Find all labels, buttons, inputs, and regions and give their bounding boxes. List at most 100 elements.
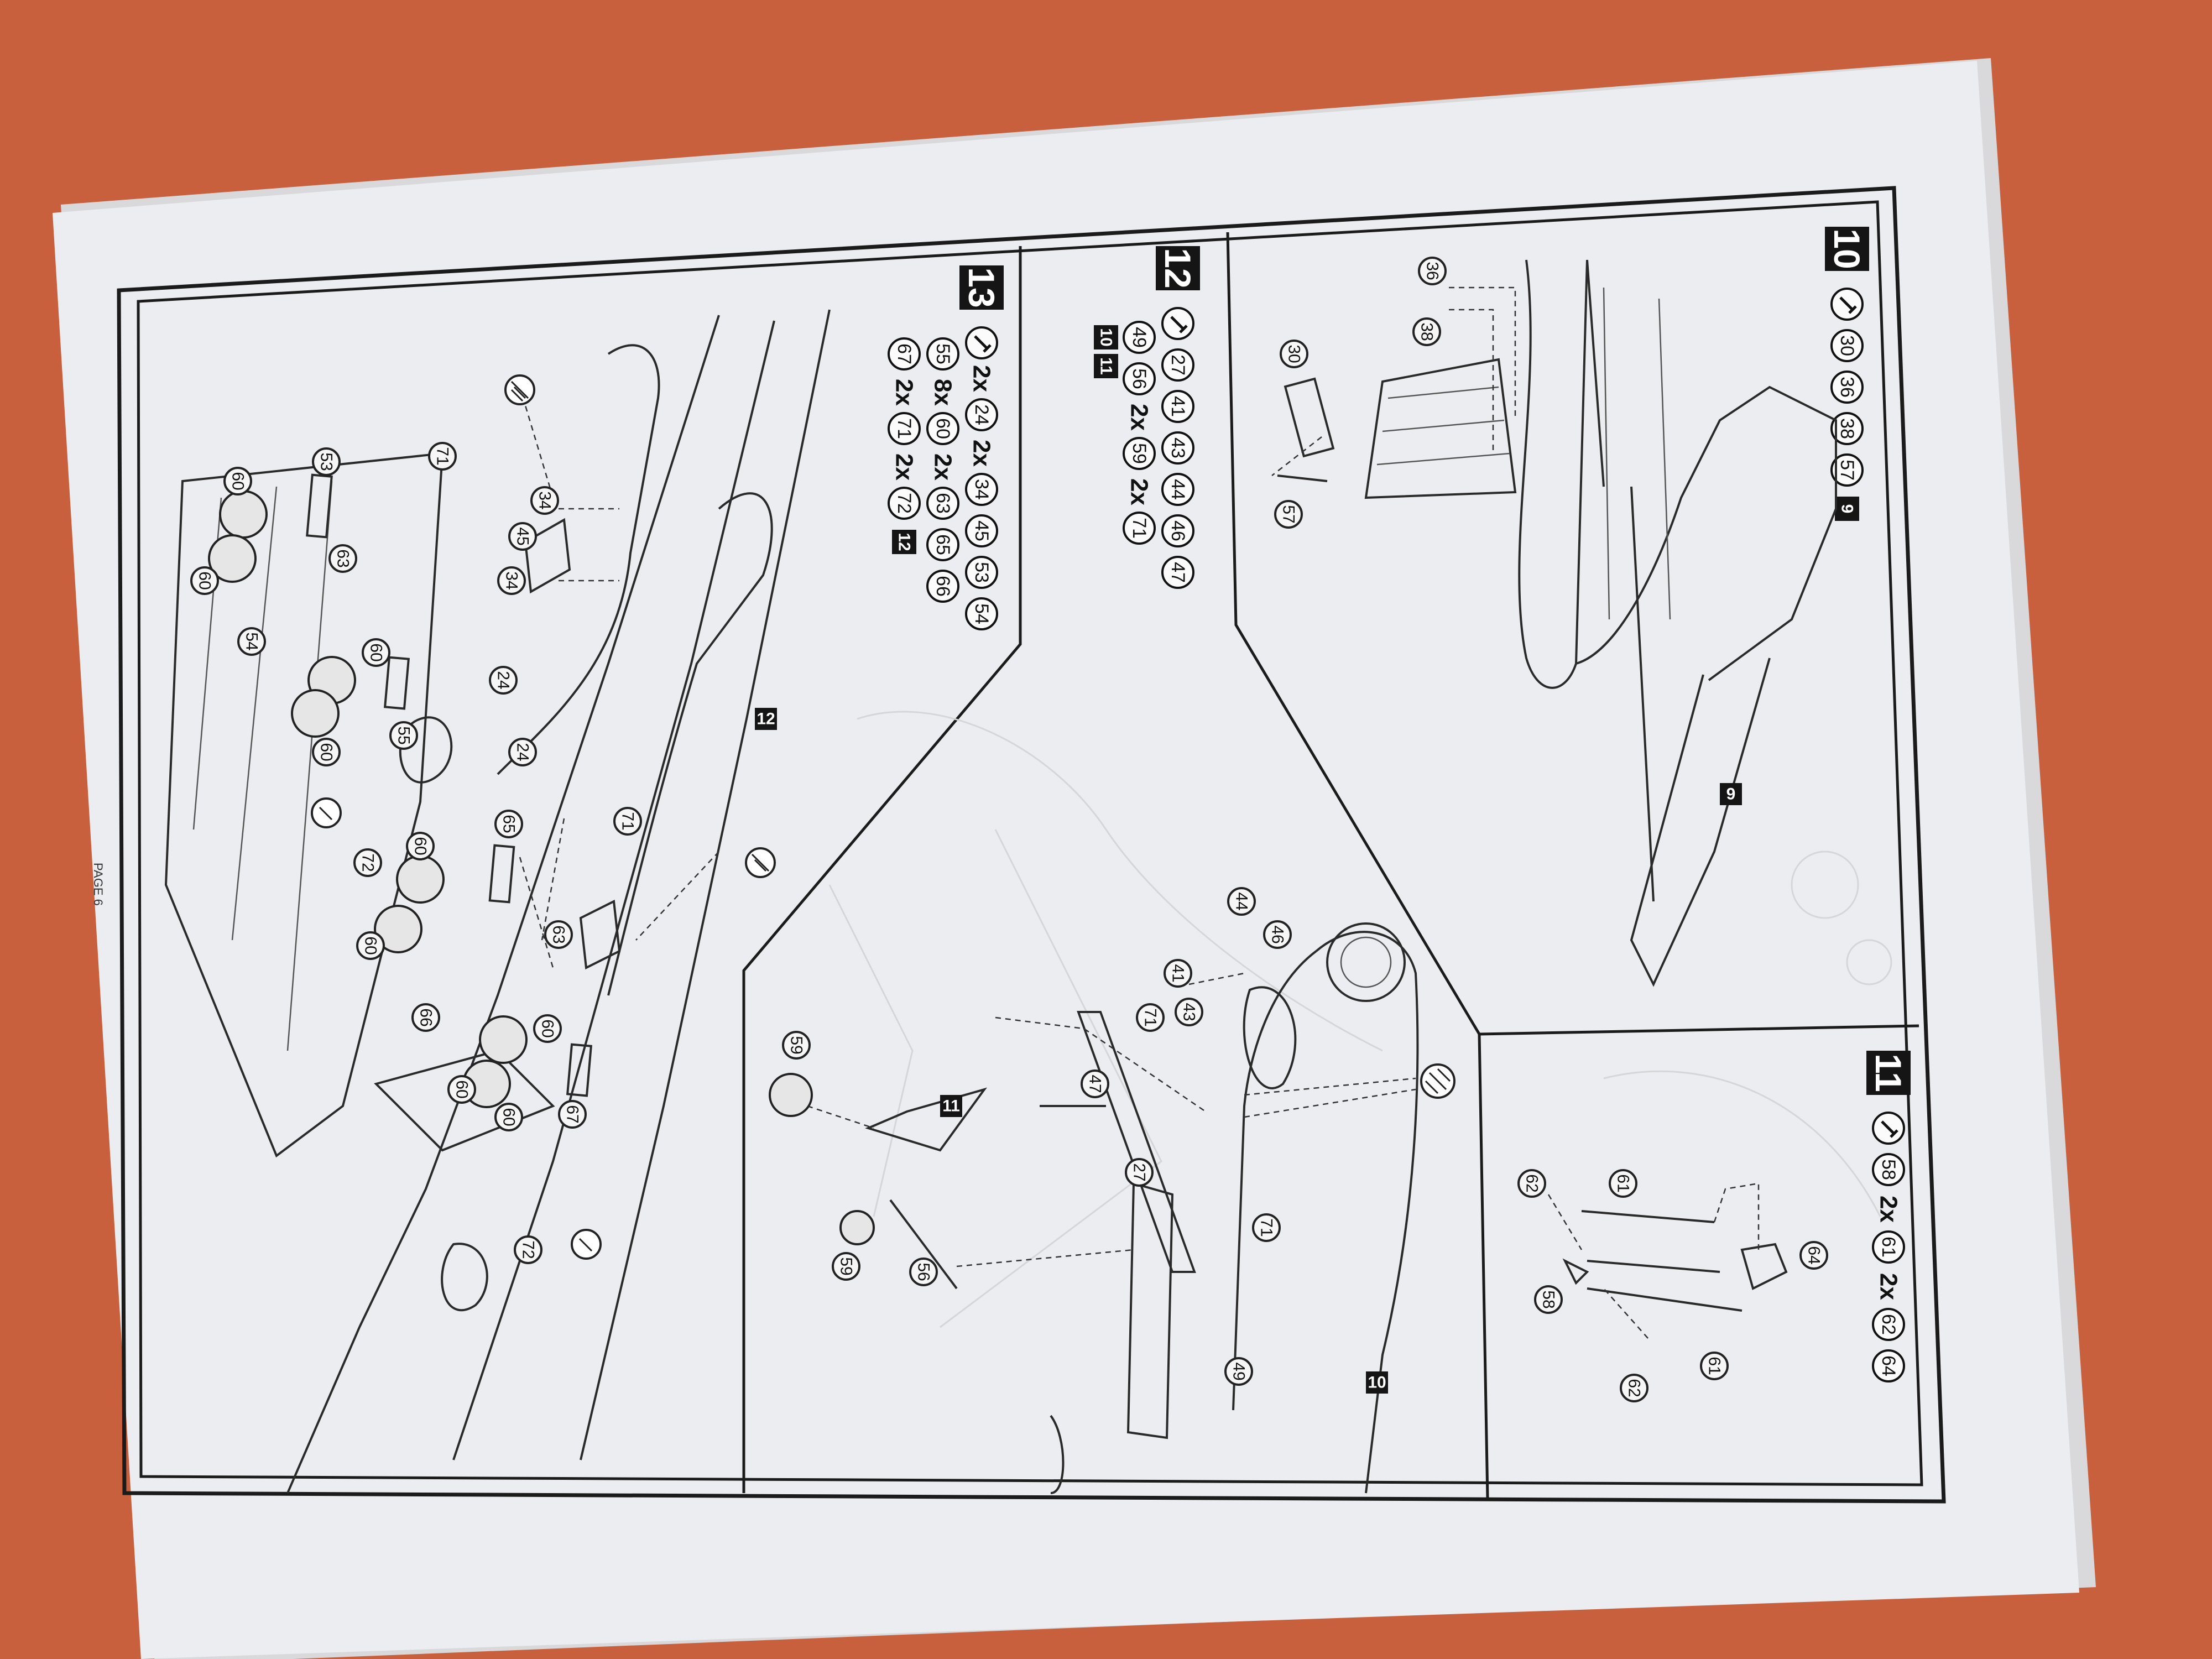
step-13-part: 24: [971, 404, 992, 425]
step-13-part: 65: [932, 534, 953, 555]
step-12-panel: 12 27 41 43 44 46 47 49 56 2x 59 2x 71 1…: [769, 246, 1455, 1494]
view-ref-9-label: 9: [1726, 785, 1736, 804]
step-12-part: 43: [1167, 437, 1188, 458]
step-12-ref: 10: [1097, 328, 1115, 346]
step-10-part: 38: [1837, 418, 1858, 439]
step-11-callouts: 62 61 64 58 62 61: [1517, 1169, 1828, 1402]
step-12-qty: 2x: [1126, 478, 1153, 505]
callout-61: 61: [1705, 1357, 1724, 1375]
callout-45: 45: [514, 527, 532, 545]
step-11-part: 62: [1878, 1314, 1899, 1335]
callout-49: 49: [1230, 1362, 1248, 1380]
callout-63: 63: [550, 925, 568, 943]
callout-59: 59: [787, 1036, 806, 1054]
step-13-badge: [959, 265, 1004, 310]
callout-56: 56: [915, 1262, 933, 1281]
step-11-number: 11: [1868, 1053, 1909, 1092]
step-12-part: 47: [1167, 562, 1188, 583]
view-ref-11: 11: [942, 1097, 960, 1115]
callout-60: 60: [453, 1080, 471, 1098]
step-12-part: 44: [1167, 479, 1188, 500]
step-12-part: 27: [1167, 354, 1188, 375]
callout-34: 34: [536, 491, 554, 509]
callout-54: 54: [243, 632, 261, 650]
step-11-badge: [1866, 1051, 1911, 1095]
callout-34: 34: [503, 571, 521, 589]
step-11-qty: 2x: [1875, 1196, 1902, 1223]
callout-72: 72: [519, 1240, 538, 1259]
step-10-part: 30: [1837, 335, 1858, 356]
step-13-part: 45: [971, 520, 992, 541]
step-10-callouts: 36 38 30 57: [1274, 257, 1447, 529]
step-10-part: 57: [1837, 460, 1858, 481]
callout-66: 66: [417, 1008, 435, 1026]
callout-24: 24: [494, 671, 513, 689]
callout-47: 47: [1086, 1074, 1104, 1093]
bleed-through-drawing: [828, 711, 1892, 1328]
step-12-number: 12: [1157, 248, 1198, 288]
callout-60: 60: [229, 472, 247, 490]
callout-59: 59: [837, 1257, 855, 1275]
callout-60: 60: [317, 743, 336, 761]
step-12-ref: 11: [1097, 357, 1115, 375]
step-13-part: 67: [894, 343, 915, 364]
outer-frame: [117, 186, 1946, 1504]
instruction-sheet: [53, 58, 2096, 1659]
step-13-qty: 2x: [891, 453, 918, 481]
step-12-qty: 2x: [1126, 404, 1153, 431]
step-12-part: 49: [1129, 327, 1150, 348]
view-ref-10: 10: [1368, 1374, 1386, 1392]
step-11-part: 61: [1878, 1237, 1899, 1258]
step-13-qty: 2x: [891, 379, 918, 406]
callout-57: 57: [1280, 505, 1298, 523]
step-13-panel: 13 2x 24 2x 34 45 53 54 55 8x 60 2x 63 6…: [164, 265, 1004, 1494]
callout-60: 60: [500, 1108, 518, 1126]
callout-27: 27: [1130, 1163, 1149, 1181]
callout-61: 61: [1614, 1174, 1632, 1192]
step-13-part: 53: [971, 562, 992, 583]
step-11-panel: 11 58 2x 61 2x 62 64 62 61 64 5: [1517, 1051, 1911, 1402]
callout-43: 43: [1180, 1003, 1198, 1021]
step-13-part: 71: [894, 418, 915, 439]
callout-58: 58: [1540, 1290, 1558, 1308]
step-13-number: 13: [961, 267, 1002, 307]
step-13-qty: 8x: [930, 379, 957, 406]
step-12-part: 59: [1129, 443, 1150, 464]
step-12-badge: [1156, 246, 1200, 290]
step-13-part: 66: [932, 576, 953, 597]
step-12-part: 46: [1167, 520, 1188, 541]
callout-30: 30: [1285, 345, 1303, 363]
step-13-part: 34: [971, 479, 992, 500]
callout-60: 60: [367, 643, 385, 661]
callout-60: 60: [362, 936, 380, 954]
step-13-part: 55: [932, 343, 953, 364]
step-13-callouts: 60 53 71 34 45 34 63 60 54 60 60 24 55 2…: [190, 442, 642, 1264]
view-ref-12: 12: [757, 710, 775, 728]
callout-24: 24: [514, 743, 532, 761]
callout-71: 71: [1258, 1218, 1276, 1237]
callout-67: 67: [564, 1105, 582, 1123]
callout-53: 53: [317, 452, 336, 471]
step-11-qty: 2x: [1875, 1273, 1902, 1300]
step-10-part: 36: [1837, 377, 1858, 398]
step-12-part: 41: [1167, 396, 1188, 417]
step-10-number: 10: [1827, 228, 1867, 269]
step-13-qty: 2x: [930, 453, 957, 481]
step-13-part: 54: [971, 603, 992, 624]
callout-72: 72: [359, 853, 377, 872]
callout-65: 65: [500, 815, 518, 833]
step-10-ref: 9: [1838, 504, 1856, 514]
callout-62: 62: [1625, 1379, 1644, 1397]
glue-icon: [1161, 307, 1194, 340]
step-12-callouts: 44 46 41 43 71 47 27 71 49 59 59 56: [769, 887, 1292, 1386]
tail-fin-drawing: [1271, 259, 1837, 987]
step-10-panel: 10 30 36 38 57 9: [1271, 227, 1869, 987]
callout-55: 55: [395, 726, 413, 744]
callout-63: 63: [334, 549, 352, 567]
step-11-part: 64: [1878, 1355, 1899, 1376]
step-12-part: 56: [1129, 368, 1150, 389]
callout-60: 60: [411, 837, 430, 855]
panel-dividers: [742, 232, 1919, 1499]
callout-60: 60: [539, 1019, 557, 1037]
callout-71: 71: [434, 447, 452, 465]
